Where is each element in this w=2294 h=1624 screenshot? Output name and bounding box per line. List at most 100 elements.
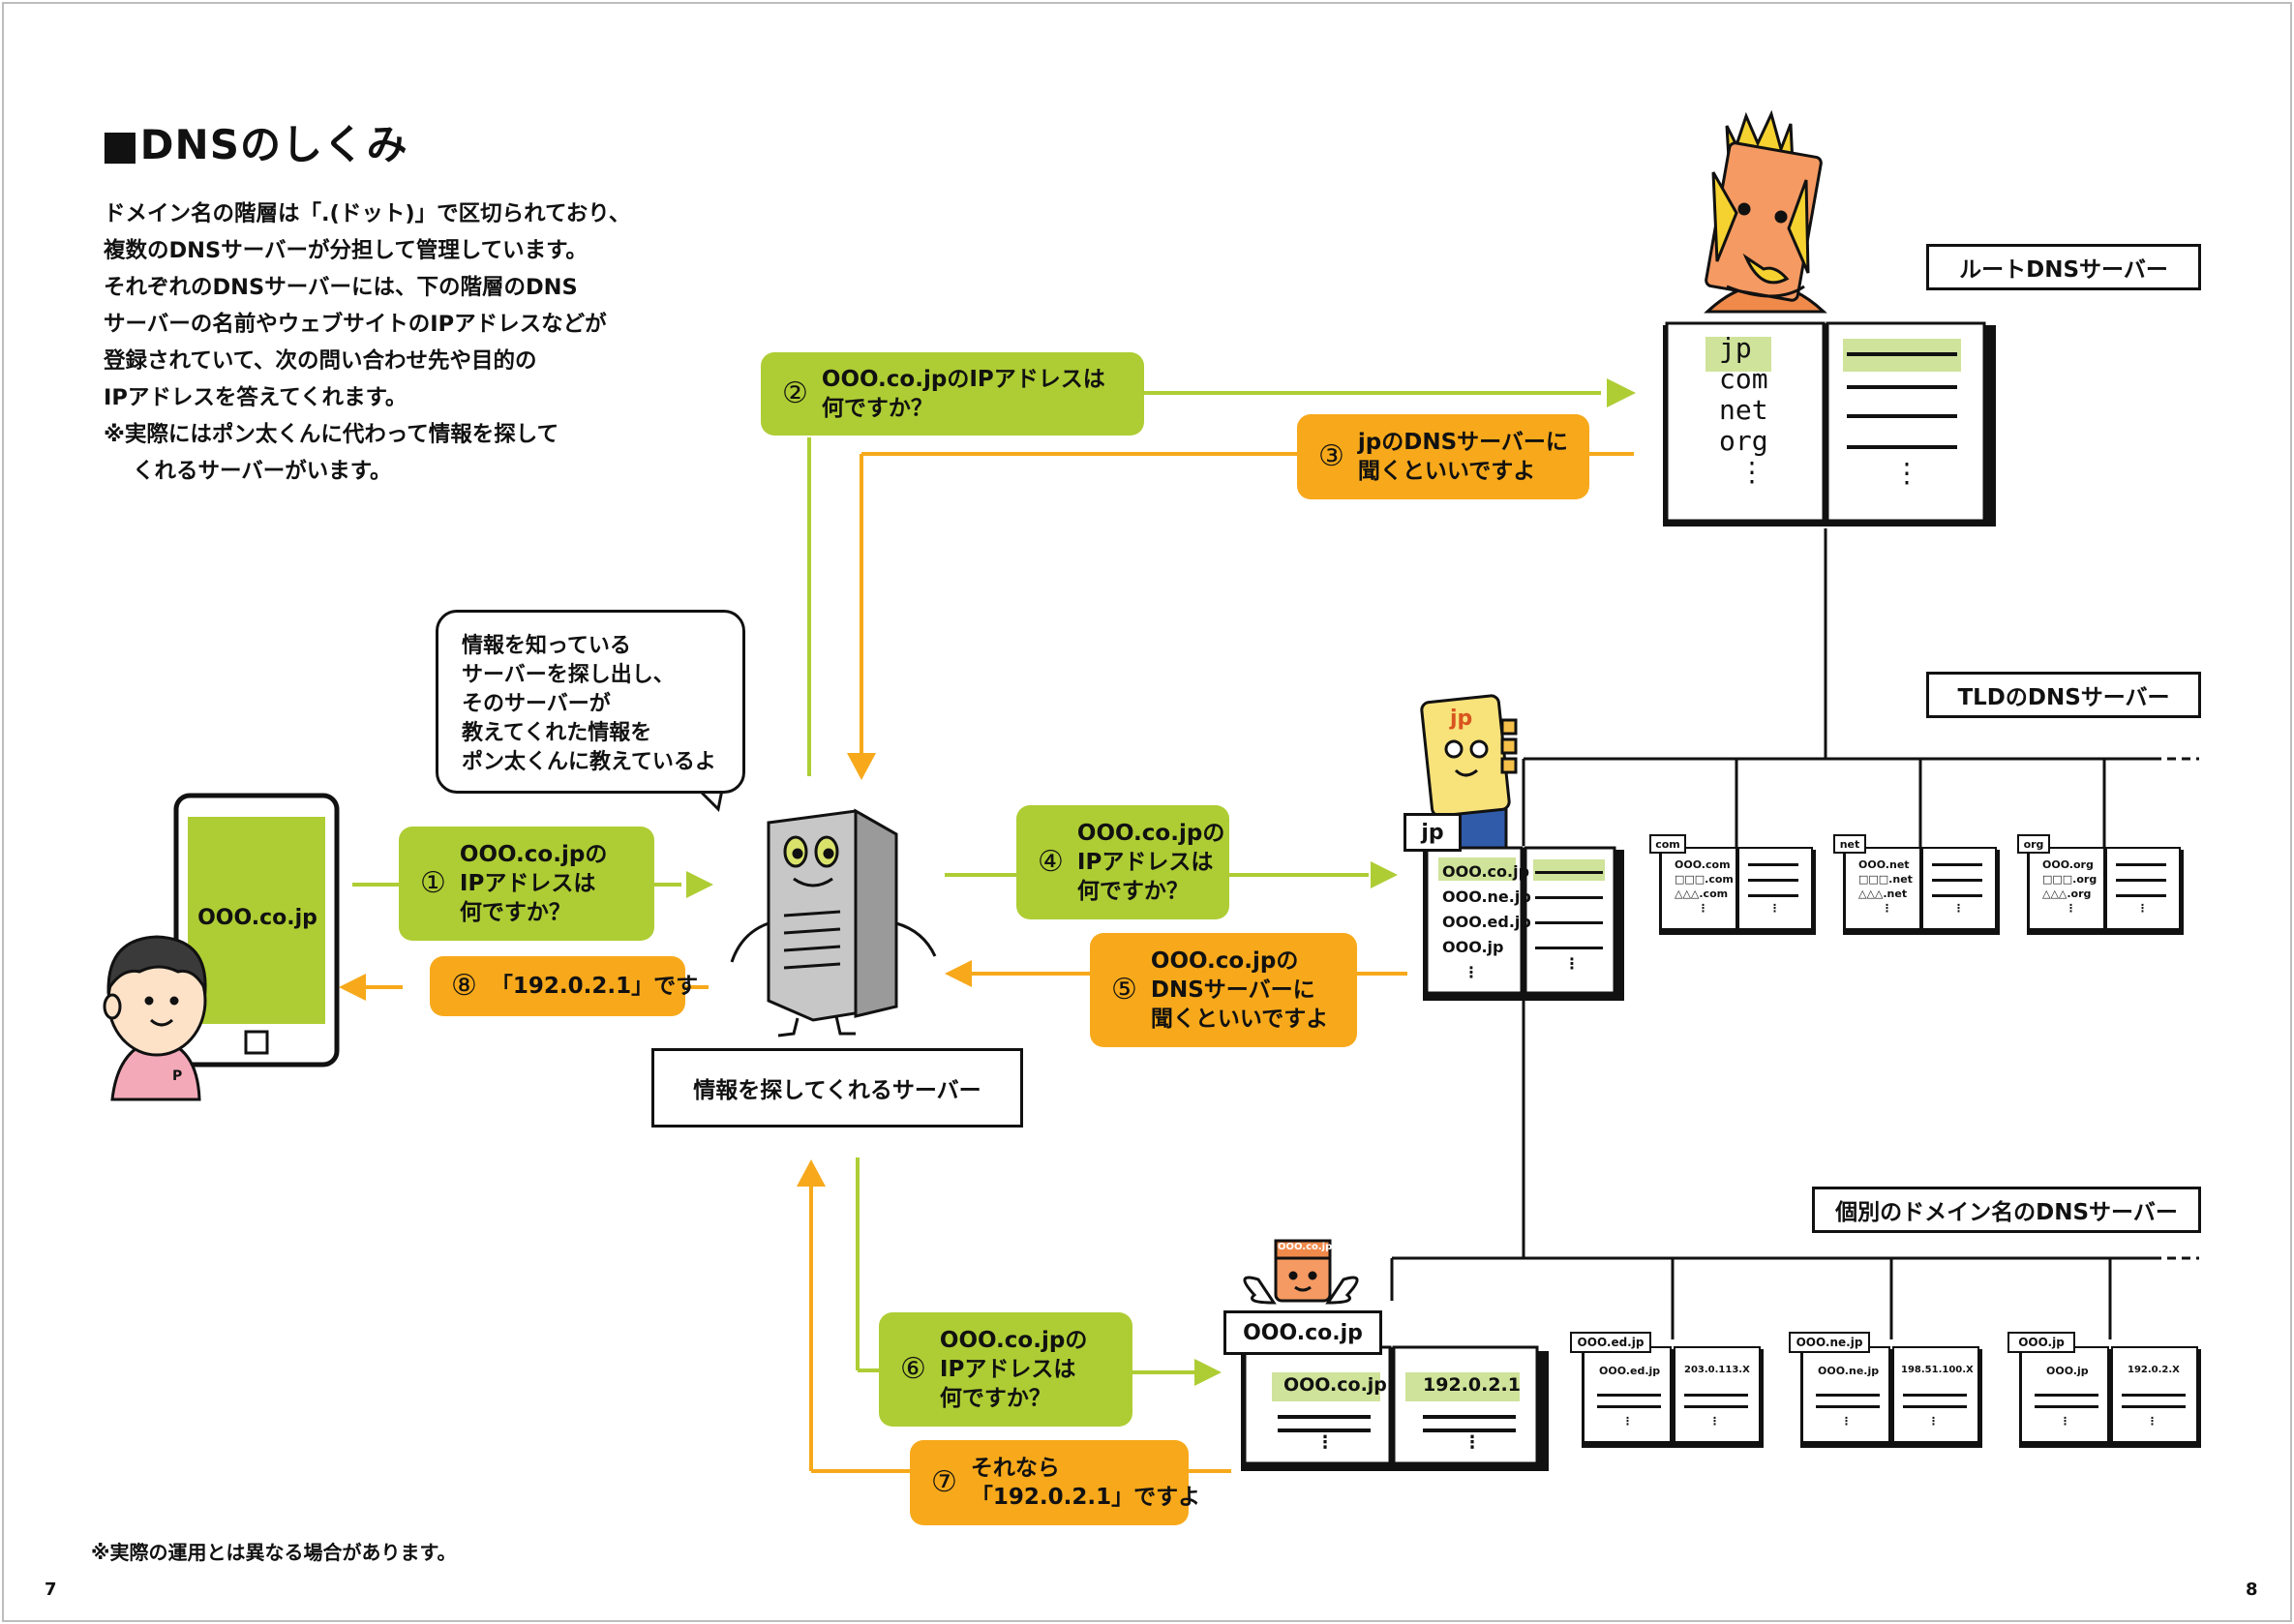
domain-tag-ed: OOO.ed.jp xyxy=(1570,1332,1651,1353)
step-6-line: IPアドレスは xyxy=(939,1357,1076,1382)
root-king-character xyxy=(1704,109,1827,314)
root-book-entries: jp com net org ⋮ xyxy=(1719,333,1768,488)
tld-com-more: ⋮ xyxy=(1769,902,1780,915)
root-dns-book xyxy=(1663,321,1996,526)
intro-line: くれるサーバーがいます。 xyxy=(133,459,392,484)
domain-jp-ip: 192.0.2.X xyxy=(2128,1365,2180,1375)
jp-character-label: jp xyxy=(1450,707,1473,731)
page-number-right: 8 xyxy=(2246,1579,2258,1600)
step-7-line: それなら xyxy=(970,1456,1060,1481)
tld-entry: OOO.org xyxy=(2042,858,2094,871)
tld-entry: ⋮ xyxy=(2066,902,2076,915)
step-3-box: ③ jpのDNSサーバーに聞くといいですよ xyxy=(1297,414,1589,499)
bubble-line: 教えてくれた情報を xyxy=(462,721,652,745)
tld-org-more: ⋮ xyxy=(2137,902,2148,915)
tld-net-entries: OOO.net □□□.net △△△.net ⋮ xyxy=(1858,857,1913,916)
step-8-box: ⑧ 「192.0.2.1」です xyxy=(430,956,698,1016)
tld-entry: ⋮ xyxy=(1882,902,1892,915)
resolver-label: 情報を探してくれるサーバー xyxy=(651,1048,1023,1128)
step-1-number: ① xyxy=(420,866,446,900)
tld-tag-net: net xyxy=(1833,834,1866,854)
page-number-left: 7 xyxy=(45,1579,57,1600)
jp-dns-book xyxy=(1423,846,1624,1001)
phone-domain-text: OOO.co.jp xyxy=(197,906,317,930)
root-book-dots xyxy=(1847,352,1957,449)
page-title: ■DNSのしくみ xyxy=(101,121,408,168)
intro-line: 登録されていて、次の問い合わせ先や目的の xyxy=(104,348,537,374)
jp-entry: OOO.ed.jp xyxy=(1442,913,1531,931)
step-4-line: IPアドレスは xyxy=(1076,850,1214,875)
domain-ed-ip: 203.0.113.X xyxy=(1684,1365,1750,1375)
root-entry: jp xyxy=(1719,332,1752,364)
boy-character xyxy=(103,935,207,1101)
jp-entry: ⋮ xyxy=(1464,963,1479,981)
tld-tag-com: com xyxy=(1649,834,1686,854)
step-4-line: OOO.co.jpの xyxy=(1076,821,1225,846)
tld-entry: △△△.org xyxy=(2042,887,2092,900)
tld-com-entries: OOO.com □□□.com △△△.com ⋮ xyxy=(1675,857,1734,916)
step-5-line: OOO.co.jpの xyxy=(1150,948,1299,974)
domain-jp-name: OOO.jp xyxy=(2046,1365,2089,1377)
step-5-line: DNSサーバーに xyxy=(1150,977,1315,1003)
bubble-line: そのサーバーが xyxy=(462,692,611,716)
domain-tag: OOO.co.jp xyxy=(1223,1310,1382,1355)
domain-small-books xyxy=(1582,1346,2201,1448)
root-entry: ⋮ xyxy=(1738,456,1766,488)
domain-ne-ip: 198.51.100.X xyxy=(1901,1365,1974,1375)
bubble-line: ポン太くんに教えているよ xyxy=(462,750,716,774)
step-1-line: 何ですか？ xyxy=(459,900,571,925)
tld-entry: □□□.net xyxy=(1858,873,1913,886)
tld-dns-label: TLDのDNSサーバー xyxy=(1926,672,2201,718)
step-2-number: ② xyxy=(782,376,808,410)
domain-character-label: OOO.co.jp xyxy=(1278,1242,1333,1252)
individual-dns-label: 個別のドメイン名のDNSサーバー xyxy=(1812,1187,2201,1233)
intro-line: 複数のDNSサーバーが分担して管理しています。 xyxy=(104,238,588,263)
intro-line: サーバーの名前やウェブサイトのIPアドレスなどが xyxy=(104,312,607,337)
intro-text: ドメイン名の階層は「.(ドット)」で区切られており、 複数のDNSサーバーが分担… xyxy=(104,195,646,490)
root-dns-label: ルートDNSサーバー xyxy=(1926,244,2201,290)
jp-book-dots xyxy=(1535,871,1603,949)
domain-book-more-left: ⋮ xyxy=(1316,1432,1334,1453)
root-book-more: ⋮ xyxy=(1893,457,1920,489)
domain-small-book-dots xyxy=(1597,1394,2186,1408)
tld-book-dots xyxy=(1748,863,2166,897)
step-8-line: 「192.0.2.1」です xyxy=(490,974,699,999)
jp-entry: OOO.jp xyxy=(1442,938,1504,956)
step-6-line: 何ですか？ xyxy=(939,1386,1051,1411)
domain-jp-more: ⋮ xyxy=(2060,1415,2070,1428)
step-2-box: ② OOO.co.jpのIPアドレスは何ですか？ xyxy=(761,352,1144,436)
tld-entry: □□□.com xyxy=(1675,873,1734,886)
tld-tag-org: org xyxy=(2017,834,2050,854)
domain-tag-ne: OOO.ne.jp xyxy=(1789,1332,1870,1353)
tld-entry: OOO.net xyxy=(1858,858,1910,871)
tld-entry: ⋮ xyxy=(1698,902,1708,915)
root-entry: org xyxy=(1719,425,1768,457)
tld-org-entries: OOO.org □□□.org △△△.org ⋮ xyxy=(2042,857,2097,916)
intro-line: それぞれのDNSサーバーには、下の階層のDNS xyxy=(104,275,578,300)
domain-book-dots xyxy=(1278,1415,1516,1432)
jp-entry: OOO.co.jp xyxy=(1442,862,1530,881)
step-1-line: IPアドレスは xyxy=(459,871,596,896)
tld-entry: □□□.org xyxy=(2042,873,2098,886)
step-6-line: OOO.co.jpの xyxy=(939,1328,1088,1353)
bubble-line: 情報を知っている xyxy=(462,634,631,658)
jp-tag: jp xyxy=(1404,813,1462,852)
tld-books xyxy=(1659,847,2184,935)
domain-book-name: OOO.co.jp xyxy=(1283,1374,1387,1396)
jp-book-entries: OOO.co.jp OOO.ne.jp OOO.ed.jp OOO.jp ⋮ xyxy=(1442,859,1531,985)
domain-jp-more: ⋮ xyxy=(2147,1415,2158,1428)
step-7-line: 「192.0.2.1」ですよ xyxy=(970,1485,1201,1510)
step-3-line: 聞くといいですよ xyxy=(1357,459,1536,484)
domain-ne-more: ⋮ xyxy=(1841,1415,1852,1428)
domain-tag-jp: OOO.jp xyxy=(2007,1332,2075,1353)
speech-bubble: 情報を知っている サーバーを探し出し、 そのサーバーが 教えてくれた情報を ポン… xyxy=(436,610,745,794)
intro-line: IPアドレスを答えてくれます。 xyxy=(104,385,407,410)
jp-book-more: ⋮ xyxy=(1564,954,1580,973)
domain-book-ip: 192.0.2.1 xyxy=(1423,1374,1521,1396)
bubble-line: サーバーを探し出し、 xyxy=(462,663,675,687)
step-8-number: ⑧ xyxy=(451,969,477,1003)
